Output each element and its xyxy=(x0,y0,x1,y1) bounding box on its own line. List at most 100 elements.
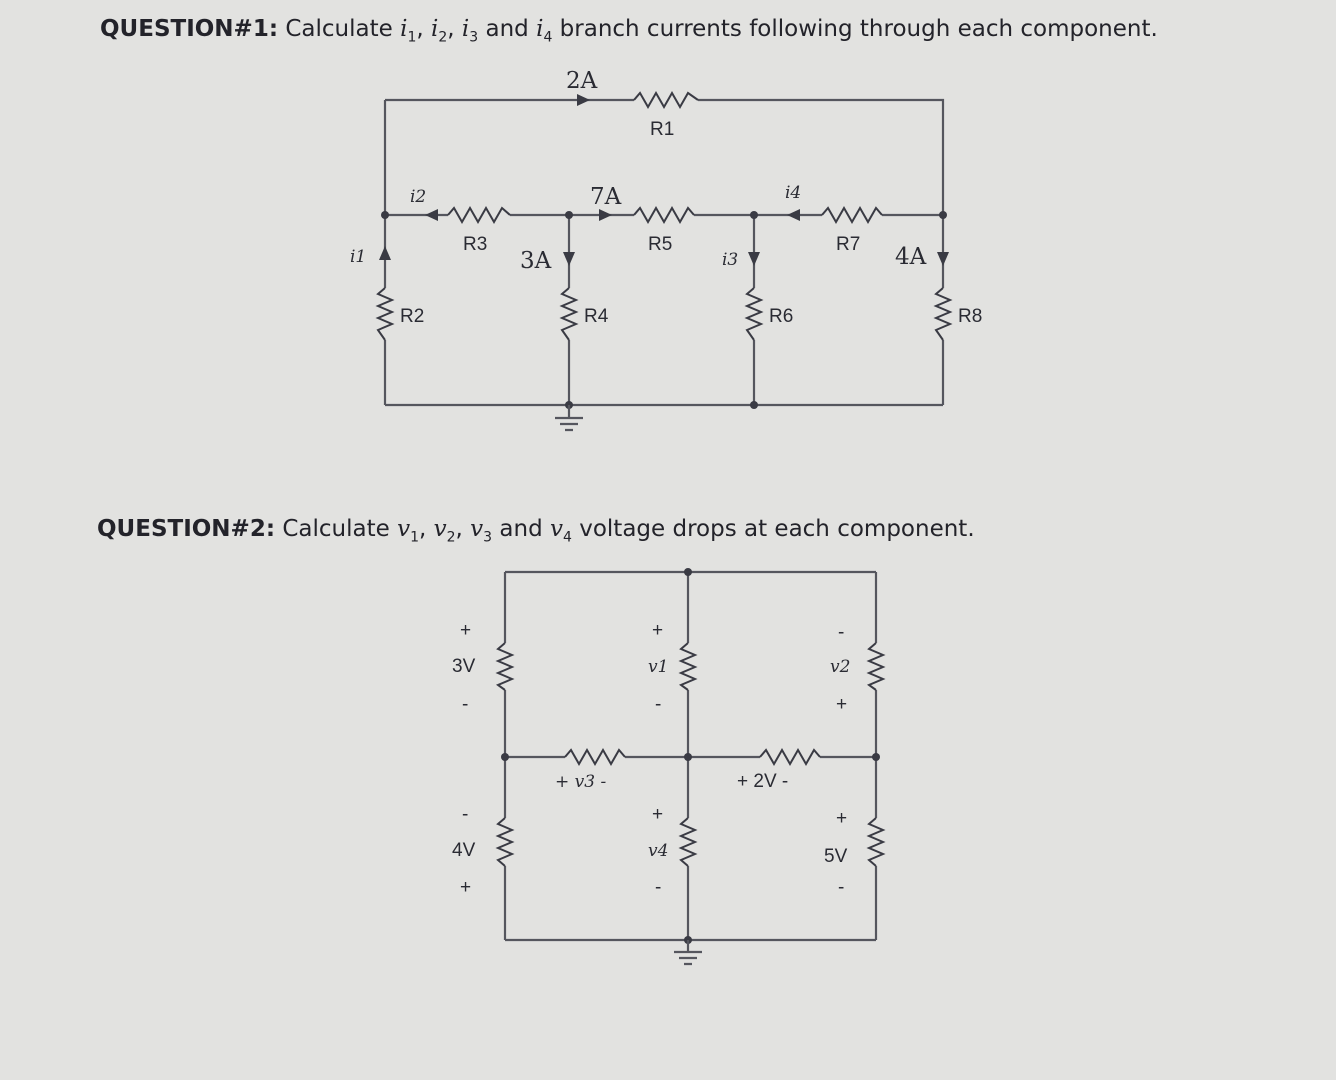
var-v1: v xyxy=(397,516,411,542)
c1-node xyxy=(565,211,573,219)
sub-i3: 3 xyxy=(469,29,479,46)
arrow-left-icon xyxy=(425,209,438,221)
label-r3: R3 xyxy=(463,234,487,255)
circuit-2: + 3V - + v1 - - v2 + + v3 - + 2V - - 4V … xyxy=(452,568,886,966)
resistor-4v xyxy=(495,817,515,867)
c1-node xyxy=(750,401,758,409)
label-2v-drop: + 2V - xyxy=(737,771,788,792)
resistor-5v xyxy=(866,817,886,867)
ground-icon xyxy=(674,940,702,966)
label-i1: i1 xyxy=(350,247,366,267)
sep-3: and xyxy=(478,16,537,42)
label-i4: i4 xyxy=(785,183,801,203)
sep-4: , xyxy=(419,516,434,542)
resistor-r2 xyxy=(375,287,395,341)
label-v3-drop: + v3 - xyxy=(555,772,606,792)
label-r7: R7 xyxy=(836,234,860,255)
circuit-1: R1 R3 R5 R7 R2 R4 R6 R8 2A 7A 3A 4A i2 i… xyxy=(350,68,982,432)
sign-plus: + xyxy=(460,877,471,898)
resistor-2v xyxy=(759,747,821,767)
var-v2: v xyxy=(433,516,447,542)
c2-node xyxy=(872,753,880,761)
sign-plus: + xyxy=(836,808,847,829)
sep-6: and xyxy=(492,516,550,542)
sign-plus: + xyxy=(652,620,663,641)
c2-node xyxy=(684,753,692,761)
resistor-r6 xyxy=(744,287,764,341)
sign-minus: - xyxy=(838,622,844,643)
resistor-r5 xyxy=(633,205,695,225)
label-r6: R6 xyxy=(769,306,793,327)
arrow-down-icon xyxy=(748,252,760,266)
var-i1: i xyxy=(400,16,408,42)
resistor-v2 xyxy=(866,642,886,691)
sub-v1: 1 xyxy=(410,529,419,546)
label-r4: R4 xyxy=(584,306,609,327)
label-3v: 3V xyxy=(452,656,476,677)
arrow-down-icon xyxy=(937,252,949,266)
sign-minus: - xyxy=(655,694,661,715)
sign-minus: - xyxy=(838,877,844,898)
label-i3: i3 xyxy=(722,250,738,270)
sub-i1: 1 xyxy=(407,29,417,46)
question-1-prefix: QUESTION#1: xyxy=(100,16,279,42)
resistor-r1 xyxy=(633,90,699,110)
label-v2: v2 xyxy=(830,657,850,677)
question-1: QUESTION#1: Calculate i1, i2, i3 and i4 … xyxy=(100,16,1158,46)
var-v3: v xyxy=(470,516,484,542)
arrow-up-icon xyxy=(379,246,391,260)
label-r2: R2 xyxy=(400,306,424,327)
var-i3: i xyxy=(461,16,470,42)
arrow-right-icon xyxy=(599,209,612,221)
label-v4: v4 xyxy=(648,841,668,861)
sub-i4: 4 xyxy=(543,29,553,46)
question-1-text: Calculate xyxy=(278,16,401,42)
label-i2: i2 xyxy=(410,187,426,207)
resistor-r7 xyxy=(821,205,883,225)
label-current-3a: 3A xyxy=(520,248,552,274)
question-1-tail: branch currents following through each c… xyxy=(552,16,1158,42)
label-r1: R1 xyxy=(650,119,674,140)
sep-2: , xyxy=(447,16,462,42)
var-i2: i xyxy=(430,16,439,42)
sign-minus: - xyxy=(462,804,468,825)
question-2-prefix: QUESTION#2: xyxy=(97,516,276,542)
resistor-r8 xyxy=(933,287,953,341)
resistor-r4 xyxy=(559,287,579,341)
sub-i2: 2 xyxy=(438,29,448,46)
label-current-2a: 2A xyxy=(566,68,598,94)
label-current-7a: 7A xyxy=(590,184,622,210)
sign-minus: - xyxy=(462,694,468,715)
c2-node xyxy=(684,568,692,576)
sign-plus: + xyxy=(460,620,471,641)
label-current-4a: 4A xyxy=(895,244,927,270)
arrow-left-icon xyxy=(787,209,800,221)
arrow-down-icon xyxy=(563,252,575,266)
sign-minus: - xyxy=(655,877,661,898)
resistor-v3 xyxy=(564,747,626,767)
c1-top-wire xyxy=(383,98,945,215)
resistor-v1 xyxy=(678,642,698,691)
c1-node xyxy=(750,211,758,219)
label-r5: R5 xyxy=(648,234,672,255)
label-r8: R8 xyxy=(958,306,982,327)
c2-node xyxy=(501,753,509,761)
var-i4: i xyxy=(536,16,544,42)
var-v4: v xyxy=(550,516,563,542)
sub-v4: 4 xyxy=(563,529,572,546)
question-2: QUESTION#2: Calculate v1, v2, v3 and v4 … xyxy=(97,516,975,546)
label-5v: 5V xyxy=(824,846,848,867)
resistor-v4 xyxy=(678,817,698,867)
question-2-tail: voltage drops at each component. xyxy=(571,516,975,542)
sign-plus: + xyxy=(652,804,663,825)
label-4v: 4V xyxy=(452,840,476,861)
c1-node xyxy=(381,211,389,219)
question-2-text: Calculate xyxy=(275,516,398,542)
resistor-3v xyxy=(495,642,515,691)
sub-v3: 3 xyxy=(483,529,493,546)
sub-v2: 2 xyxy=(446,529,456,546)
resistor-r3 xyxy=(447,205,511,225)
arrow-right-icon xyxy=(577,94,590,106)
sign-plus: + xyxy=(836,694,847,715)
